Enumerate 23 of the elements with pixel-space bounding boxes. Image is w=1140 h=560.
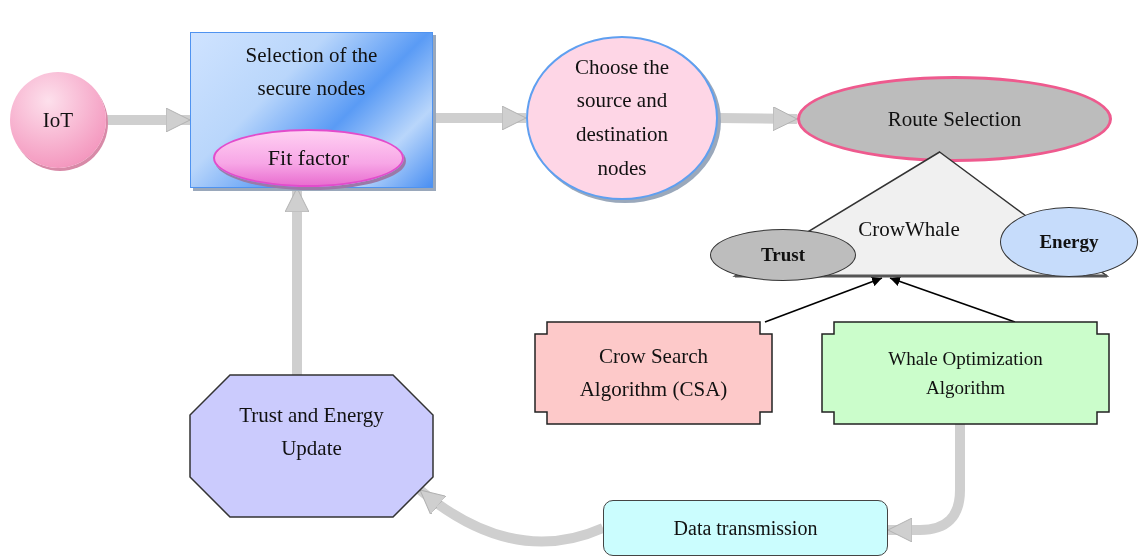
node-label: Trust — [761, 243, 805, 268]
block-arrow — [416, 486, 605, 547]
node-label: IoT — [42, 106, 74, 134]
block-arrow — [433, 105, 527, 131]
node-label: Whale Optimization Algorithm — [887, 346, 1044, 400]
process-box — [603, 500, 888, 556]
node-label: CrowWhale — [858, 215, 960, 243]
process-box — [190, 32, 433, 188]
node-label: Energy — [1039, 230, 1099, 255]
node-label: Crow Search Algorithm (CSA) — [578, 343, 729, 403]
node-label: Selection of the secure nodes — [244, 42, 379, 102]
arrow — [764, 276, 883, 323]
block-arrow — [106, 107, 191, 133]
node-label: Data transmission — [673, 515, 818, 541]
block-arrow — [887, 424, 965, 543]
node-label: Route Selection — [887, 105, 1022, 133]
node-label: Choose the source and destination nodes — [574, 53, 670, 182]
node-label: Fit factor — [267, 143, 350, 172]
update-octagon — [190, 375, 433, 517]
arrow — [889, 276, 1016, 323]
algorithm-box — [822, 322, 1109, 424]
node-label: Trust and Energy Update — [238, 402, 385, 462]
algorithm-box — [535, 322, 772, 424]
